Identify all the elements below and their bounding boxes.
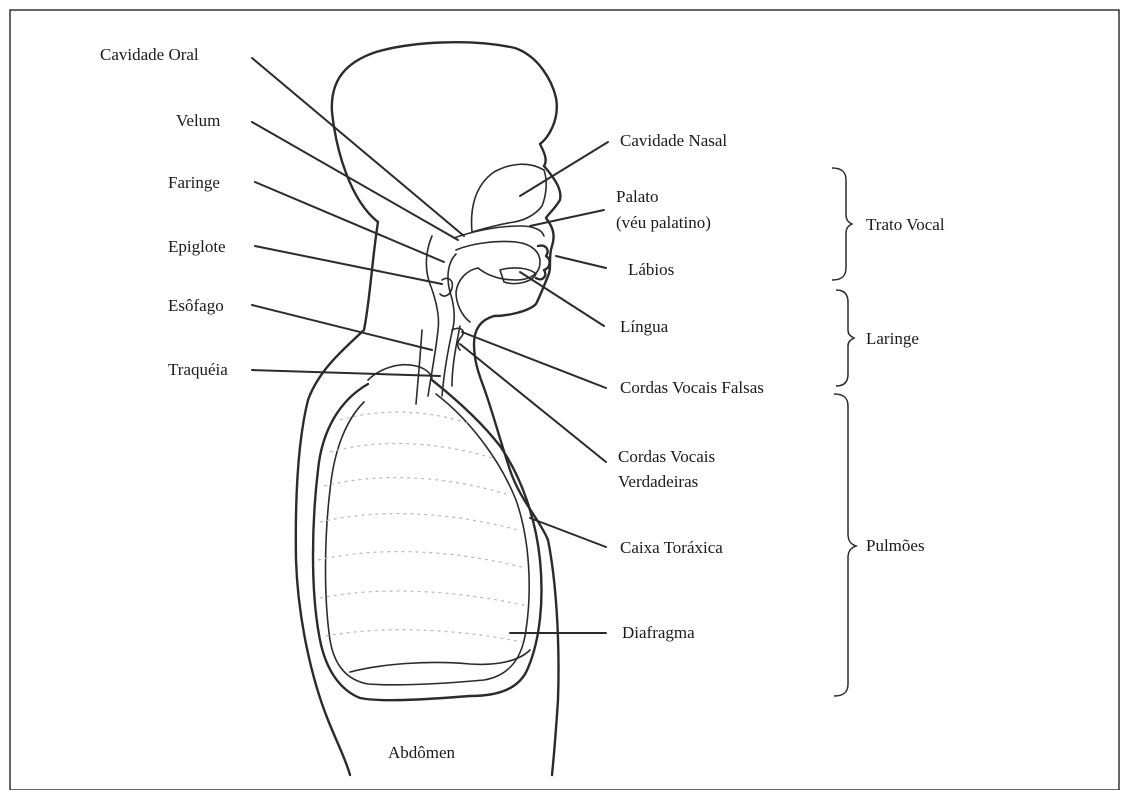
leader-epiglote bbox=[255, 246, 442, 284]
label-diafragma: Diafragma bbox=[622, 623, 695, 642]
label-traqueia: Traquéia bbox=[168, 360, 228, 379]
leader-traqueia bbox=[252, 370, 440, 376]
nasal-cavity-outline bbox=[472, 164, 547, 232]
label-cordas-falsas: Cordas Vocais Falsas bbox=[620, 378, 764, 397]
tongue-outline bbox=[456, 268, 478, 322]
label-veu-palatino: (véu palatino) bbox=[616, 213, 711, 232]
leader-cordas-verdadeiras bbox=[460, 344, 606, 462]
label-abdomen: Abdômen bbox=[388, 743, 456, 762]
leader-faringe bbox=[255, 182, 444, 262]
leader-caixa-toracica bbox=[530, 518, 606, 547]
leader-palato bbox=[530, 210, 604, 226]
label-labios: Lábios bbox=[628, 260, 674, 279]
shoulder-outline bbox=[368, 365, 432, 380]
label-verdadeiras: Verdadeiras bbox=[618, 472, 698, 491]
neck-back-outline bbox=[296, 222, 378, 775]
brace-pulmoes bbox=[834, 394, 856, 696]
rib-7 bbox=[326, 630, 522, 642]
group-pulmoes: Pulmões bbox=[866, 536, 925, 555]
label-lingua: Língua bbox=[620, 317, 669, 336]
leader-esofago bbox=[252, 305, 432, 350]
group-trato-vocal: Trato Vocal bbox=[866, 215, 945, 234]
lower-jaw-outline bbox=[500, 268, 536, 284]
rib-3 bbox=[324, 478, 506, 494]
rib-2 bbox=[330, 443, 492, 458]
leader-labios bbox=[556, 256, 606, 268]
leader-cavidade-oral bbox=[252, 58, 464, 236]
rib-1 bbox=[340, 412, 470, 424]
label-faringe: Faringe bbox=[168, 173, 220, 192]
label-cavidade-nasal: Cavidade Nasal bbox=[620, 131, 727, 150]
brace-laringe bbox=[836, 290, 854, 386]
diaphragm-shape bbox=[350, 650, 530, 672]
label-epiglote: Epiglote bbox=[168, 237, 226, 256]
group-laringe: Laringe bbox=[866, 329, 919, 348]
rib-5 bbox=[318, 552, 526, 568]
trachea-outline bbox=[452, 326, 460, 386]
brace-trato-vocal bbox=[832, 168, 852, 280]
leader-lingua bbox=[520, 272, 604, 326]
oral-cavity-outline bbox=[456, 241, 540, 280]
label-cordas-vocais: Cordas Vocais bbox=[618, 447, 715, 466]
pharynx-inner-outline bbox=[442, 254, 456, 396]
leader-cavidade-nasal bbox=[520, 142, 608, 196]
rib-4 bbox=[320, 514, 518, 530]
neck-front-outline bbox=[474, 316, 559, 775]
ribcage-outline bbox=[313, 380, 542, 700]
palate-outline bbox=[454, 226, 544, 238]
label-palato: Palato bbox=[616, 187, 659, 206]
rib-6 bbox=[320, 591, 528, 606]
leader-cordas-falsas bbox=[462, 332, 606, 388]
label-caixa-toracica: Caixa Toráxica bbox=[620, 538, 723, 557]
label-velum: Velum bbox=[176, 111, 220, 130]
label-cavidade-oral: Cavidade Oral bbox=[100, 45, 199, 64]
leader-velum bbox=[252, 122, 458, 240]
label-esofago: Esôfago bbox=[168, 296, 224, 315]
